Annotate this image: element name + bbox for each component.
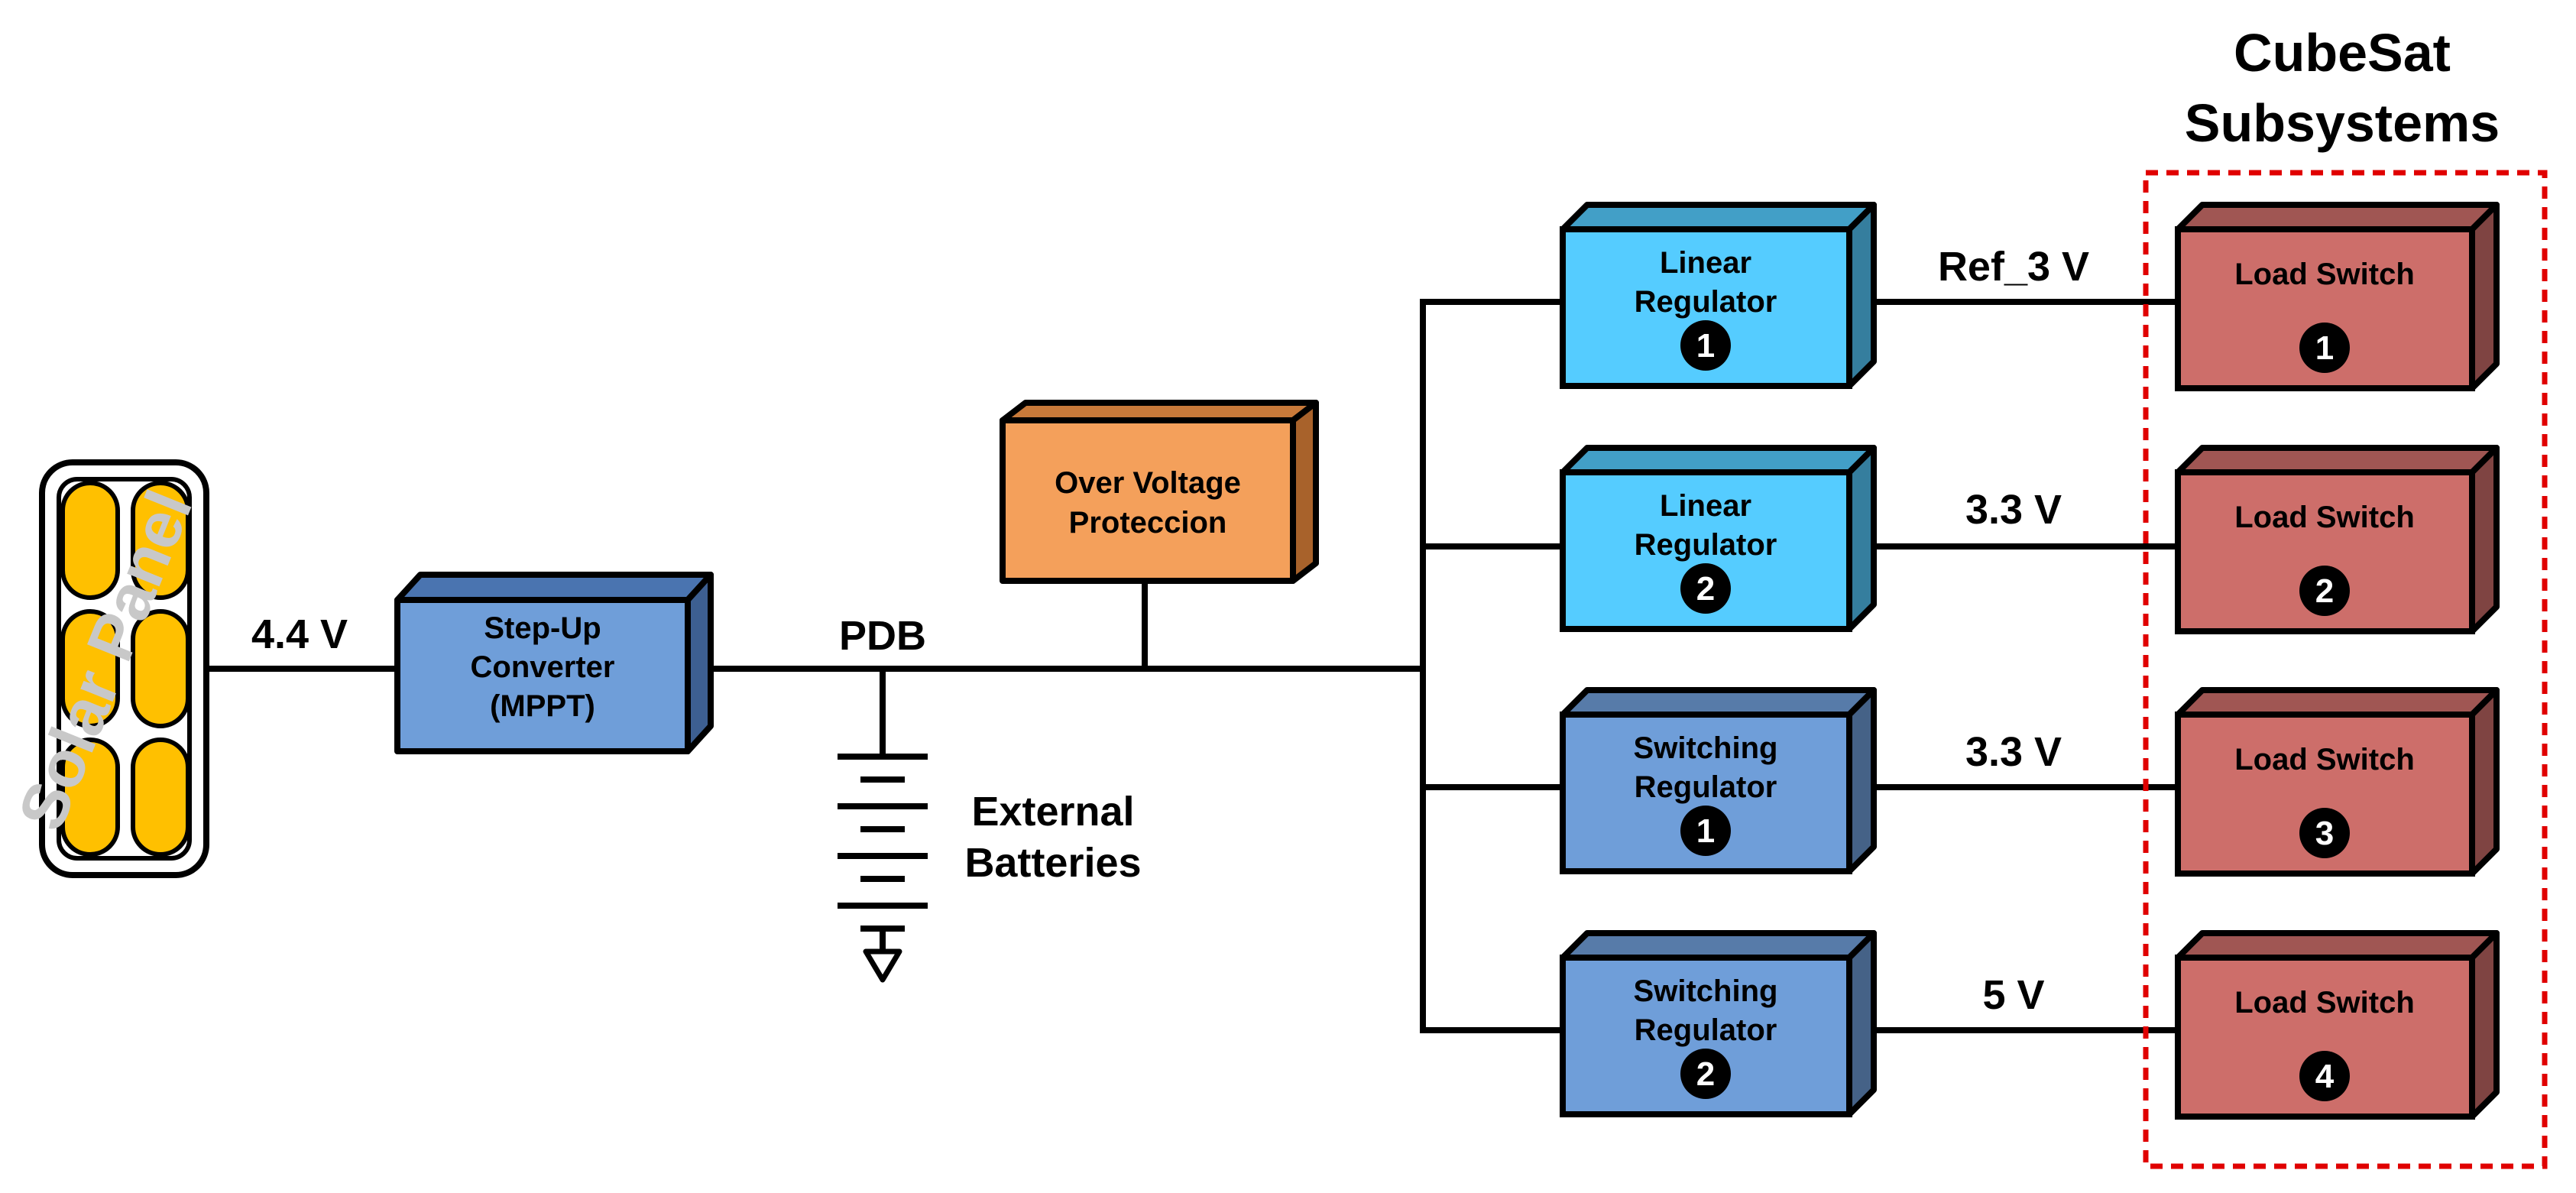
output-voltage-label: 3.3 V	[1965, 729, 2062, 775]
number-badge-icon: 2	[1680, 563, 1731, 614]
pdb-label: PDB	[839, 613, 926, 659]
number-badge-label: 1	[2315, 329, 2334, 367]
batteries-line2: Batteries	[964, 840, 1141, 886]
load-switch-label: Load Switch	[2234, 743, 2415, 776]
load-switch-block: Load Switch 1	[2175, 202, 2500, 391]
number-badge-label: 1	[1696, 327, 1715, 365]
regulator-line1: Linear	[1660, 246, 1751, 280]
output-voltage-label: Ref_3 V	[1938, 244, 2089, 290]
number-badge-icon: 3	[2299, 808, 2350, 858]
ovp-line2: Proteccion	[1069, 506, 1227, 540]
number-badge-icon: 4	[2299, 1051, 2350, 1101]
solar-panel: Solar Panel	[5, 459, 209, 878]
ovp-line1: Over Voltage	[1055, 466, 1241, 500]
regulator-line1: Switching	[1634, 731, 1778, 765]
number-badge-label: 2	[1696, 1055, 1715, 1093]
subsystems-title-line2: Subsystems	[2185, 93, 2500, 153]
subsystems-boundary	[2143, 170, 2548, 1169]
batteries-line1: External	[971, 789, 1134, 835]
regulator-line2: Regulator	[1635, 1013, 1777, 1047]
solar-cell	[60, 481, 120, 600]
ground-icon	[863, 948, 902, 983]
solar-cell	[60, 738, 120, 857]
load-switch-block: Load Switch 3	[2175, 687, 2500, 877]
number-badge-icon: 2	[2299, 566, 2350, 616]
regulator-line2: Regulator	[1635, 770, 1777, 804]
solar-cell	[131, 609, 190, 728]
output-voltage-label: 5 V	[1982, 972, 2044, 1018]
subsystems-title-line1: CubeSat	[2234, 23, 2451, 83]
output-voltage-label: 3.3 V	[1965, 487, 2062, 533]
input-voltage-label: 4.4 V	[251, 611, 348, 657]
number-badge-icon: 1	[1680, 320, 1731, 371]
number-badge-icon: 1	[2299, 323, 2350, 373]
number-badge-label: 2	[2315, 572, 2334, 610]
regulator-line2: Regulator	[1635, 285, 1777, 319]
load-switch-label: Load Switch	[2234, 258, 2415, 291]
solar-cell	[131, 738, 190, 857]
load-switch-block: Load Switch 4	[2175, 930, 2500, 1120]
load-switch-label: Load Switch	[2234, 501, 2415, 534]
wires	[203, 299, 2181, 1033]
over-voltage-protection: Over Voltage Proteccion	[1000, 400, 1319, 584]
number-badge-icon: 1	[1680, 806, 1731, 856]
battery-symbol	[838, 754, 928, 983]
load-switch-label: Load Switch	[2234, 986, 2415, 1020]
number-badge-label: 3	[2315, 815, 2334, 852]
regulator-line1: Switching	[1634, 974, 1778, 1008]
solar-cell	[131, 481, 190, 600]
number-badge-label: 4	[2315, 1058, 2335, 1095]
step-up-line3: (MPPT)	[490, 689, 595, 723]
load-switch-block: Load Switch 2	[2175, 445, 2500, 634]
solar-cell	[60, 609, 120, 728]
number-badge-label: 1	[1696, 812, 1715, 850]
step-up-line2: Converter	[471, 650, 615, 684]
regulator-line2: Regulator	[1635, 528, 1777, 562]
number-badge-label: 2	[1696, 570, 1715, 608]
step-up-converter: Step-Up Converter (MPPT)	[394, 572, 714, 754]
regulator-line1: Linear	[1660, 489, 1751, 523]
number-badge-icon: 2	[1680, 1049, 1731, 1099]
step-up-line1: Step-Up	[484, 611, 601, 645]
